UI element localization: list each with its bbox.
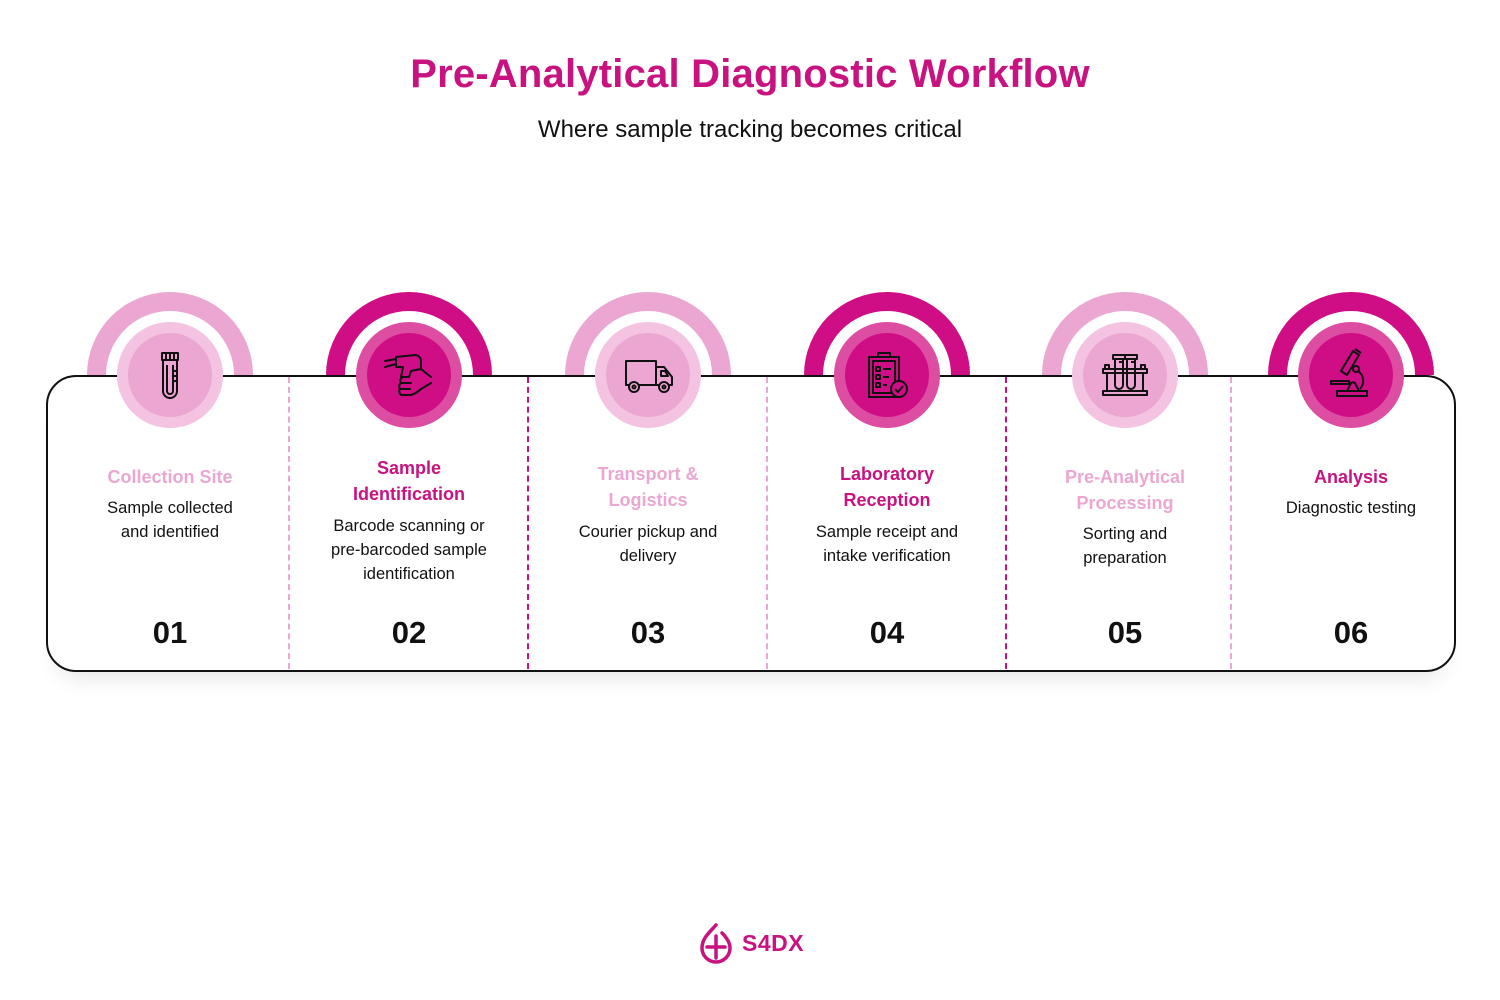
step-number: 02 [391,615,427,650]
step-title: Collection Site [107,467,233,487]
step-divider [1230,377,1232,669]
workflow-panel [46,375,1456,672]
workflow-step-collection-site: Collection Site Sample collected and ide… [50,290,290,670]
step-number: 01 [152,615,188,650]
brand-logo: S4DX [698,922,804,964]
step-icon-badge [1072,322,1178,428]
step-description: Barcode scanning or pre-barcoded sample … [331,517,487,583]
workflow-step-analysis: Analysis Diagnostic testing 06 [1231,290,1471,670]
step-title: Transport & Logistics [597,464,699,510]
step-icon-badge [1298,322,1404,428]
test-tube-rack-icon [1102,354,1148,396]
workflow-step-sample-identification: Sample Identification Barcode scanning o… [289,290,529,670]
test-tube-icon [161,352,179,399]
step-title: Pre-Analytical Processing [1064,467,1186,513]
drop-plus-icon [700,923,732,964]
step-divider [1005,377,1007,669]
step-title: Sample Identification [353,458,465,504]
microscope-icon [1330,348,1368,397]
delivery-truck-icon [625,360,673,393]
step-number: 05 [1107,615,1143,650]
step-divider [288,377,290,669]
barcode-scanner-icon [384,354,432,396]
step-divider [527,377,529,669]
step-icon-badge [117,322,223,428]
step-number: 06 [1333,615,1369,650]
clipboard-check-icon [868,352,908,398]
page-title: Pre-Analytical Diagnostic Workflow [410,52,1090,96]
step-description: Sample collected and identified [107,499,233,541]
workflow-step-laboratory-reception: Laboratory Reception Sample receipt and … [767,290,1007,670]
step-divider [766,377,768,669]
step-number: 03 [630,615,666,650]
step-description: Courier pickup and delivery [578,523,718,565]
step-description: Diagnostic testing [1285,499,1417,517]
step-number: 04 [869,615,905,650]
step-title: Laboratory Reception [839,464,935,510]
step-description: Sample receipt and intake verification [815,523,959,565]
workflow-step-transport-logistics: Transport & Logistics Courier pickup and… [528,290,768,670]
brand-logo-text: S4DX [742,929,805,956]
step-title: Analysis [1313,467,1389,487]
step-icon-badge [595,322,701,428]
step-description: Sorting and preparation [1082,525,1168,567]
step-icon-badge [356,322,462,428]
workflow-step-pre-analytical-processing: Pre-Analytical Processing Sorting and pr… [1005,290,1245,670]
page-subtitle: Where sample tracking becomes critical [537,116,963,143]
step-icon-badge [834,322,940,428]
